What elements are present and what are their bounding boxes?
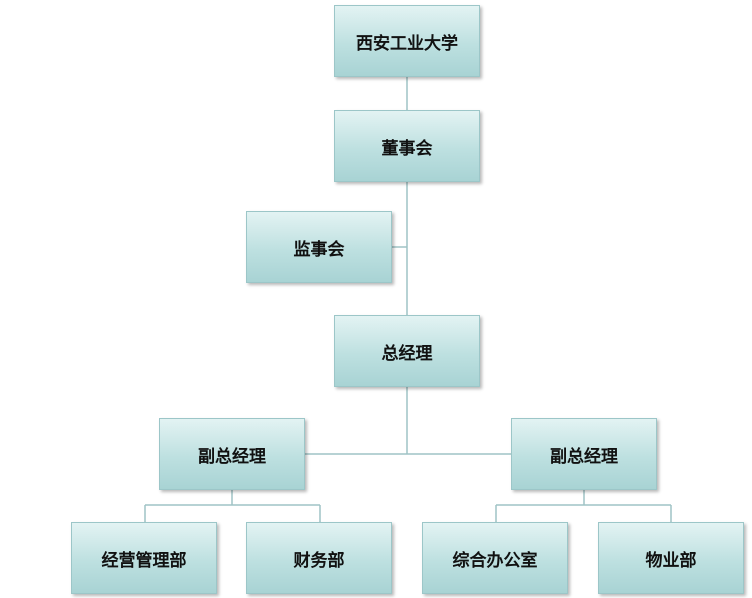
node-label: 副总经理 xyxy=(198,446,266,467)
node-label: 监事会 xyxy=(293,239,345,260)
node-label: 财务部 xyxy=(293,550,345,571)
node-supervisory-board: 监事会 xyxy=(246,211,392,283)
node-general-manager: 总经理 xyxy=(334,315,480,387)
node-deputy-gm-left: 副总经理 xyxy=(159,418,305,490)
node-label: 总经理 xyxy=(381,343,433,364)
node-university: 西安工业大学 xyxy=(334,5,480,77)
node-board: 董事会 xyxy=(334,110,480,182)
node-operations-dept: 经营管理部 xyxy=(71,522,217,594)
node-label: 副总经理 xyxy=(550,446,618,467)
node-label: 物业部 xyxy=(645,550,697,571)
node-label: 综合办公室 xyxy=(452,550,538,571)
node-finance-dept: 财务部 xyxy=(246,522,392,594)
node-property-dept: 物业部 xyxy=(598,522,744,594)
node-label: 经营管理部 xyxy=(101,550,187,571)
node-label: 西安工业大学 xyxy=(356,33,458,54)
node-general-office: 综合办公室 xyxy=(422,522,568,594)
node-deputy-gm-right: 副总经理 xyxy=(511,418,657,490)
node-label: 董事会 xyxy=(381,138,433,159)
